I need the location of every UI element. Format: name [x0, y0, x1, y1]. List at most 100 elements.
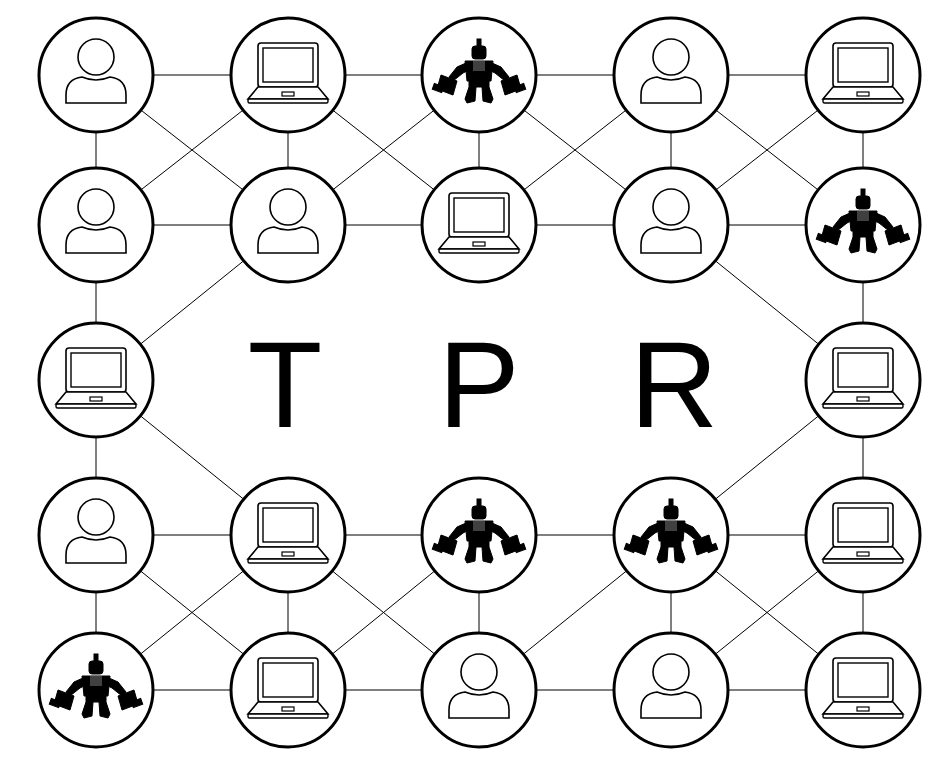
network-link: [288, 133, 289, 167]
laptop-icon: [823, 658, 903, 718]
network-link: [716, 416, 818, 498]
network-link: [671, 593, 672, 632]
person-icon: [641, 39, 701, 103]
network-link: [154, 535, 230, 536]
node-circle: [36, 15, 156, 135]
node-circle: [611, 630, 731, 750]
robot-node: [419, 15, 539, 135]
network-link: [671, 133, 672, 167]
network-link: [96, 593, 97, 632]
node-circle: [228, 15, 348, 135]
person-node: [36, 15, 156, 135]
node-circle: [611, 475, 731, 595]
node-circle: [36, 165, 156, 285]
person-node: [36, 165, 156, 285]
node-circle: [419, 165, 539, 285]
person-icon: [66, 189, 126, 253]
laptop-node: [228, 475, 348, 595]
laptop-icon: [248, 43, 328, 103]
node-circle: [36, 630, 156, 750]
robot-node: [36, 630, 156, 750]
person-node: [611, 15, 731, 135]
network-link: [729, 225, 805, 226]
network-link: [346, 690, 421, 691]
node-circle: [803, 165, 923, 285]
network-link: [863, 438, 864, 477]
network-link: [346, 75, 421, 76]
center-letter: T: [248, 324, 323, 446]
laptop-node: [803, 15, 923, 135]
node-circle: [803, 320, 923, 440]
center-letter: R: [630, 324, 718, 446]
network-link: [154, 690, 230, 691]
network-link: [717, 111, 818, 190]
node-circle: [419, 475, 539, 595]
laptop-icon: [823, 348, 903, 408]
person-node: [228, 165, 348, 285]
network-link: [716, 571, 818, 653]
center-letter: P: [438, 324, 519, 446]
node-circle: [228, 475, 348, 595]
network-link: [154, 225, 230, 226]
laptop-icon: [439, 193, 519, 253]
person-node: [611, 165, 731, 285]
network-link: [479, 593, 480, 632]
network-link: [346, 225, 421, 226]
network-link: [334, 111, 434, 189]
robot-node: [803, 165, 923, 285]
person-icon: [258, 189, 318, 253]
network-link: [141, 571, 243, 653]
node-circle: [611, 15, 731, 135]
laptop-node: [419, 165, 539, 285]
node-circle: [228, 165, 348, 285]
robot-icon: [432, 499, 525, 563]
network-link: [537, 690, 613, 691]
network-link: [863, 283, 864, 322]
network-link: [141, 261, 243, 343]
node-circle: [419, 15, 539, 135]
node-circle: [803, 630, 923, 750]
network-link: [729, 535, 805, 536]
network-link: [333, 572, 434, 654]
laptop-icon: [248, 503, 328, 563]
laptop-icon: [248, 658, 328, 718]
person-icon: [66, 499, 126, 563]
network-link: [479, 133, 480, 167]
laptop-node: [803, 630, 923, 750]
node-circle: [611, 165, 731, 285]
network-link: [525, 111, 626, 190]
laptop-icon: [823, 43, 903, 103]
network-link: [863, 593, 864, 632]
network-link: [333, 572, 434, 654]
person-icon: [641, 189, 701, 253]
network-link: [729, 75, 805, 76]
network-link: [729, 690, 805, 691]
person-icon: [641, 654, 701, 718]
person-icon: [449, 654, 509, 718]
laptop-icon: [56, 348, 136, 408]
robot-icon: [49, 654, 142, 718]
robot-icon: [624, 499, 717, 563]
laptop-node: [228, 15, 348, 135]
network-link: [334, 111, 434, 189]
network-link: [288, 593, 289, 632]
network-link: [537, 225, 613, 226]
node-circle: [36, 320, 156, 440]
network-link: [141, 571, 243, 653]
robot-icon: [432, 39, 525, 103]
laptop-node: [36, 320, 156, 440]
robot-icon: [816, 189, 909, 253]
laptop-node: [803, 320, 923, 440]
node-circle: [36, 475, 156, 595]
network-link: [154, 75, 230, 76]
network-link: [96, 438, 97, 477]
network-link: [716, 261, 818, 343]
network-link: [863, 133, 864, 167]
node-circle: [803, 15, 923, 135]
network-link: [141, 416, 243, 498]
network-link: [96, 283, 97, 322]
node-circle: [419, 630, 539, 750]
person-icon: [66, 39, 126, 103]
person-node: [36, 475, 156, 595]
network-link: [716, 571, 818, 653]
